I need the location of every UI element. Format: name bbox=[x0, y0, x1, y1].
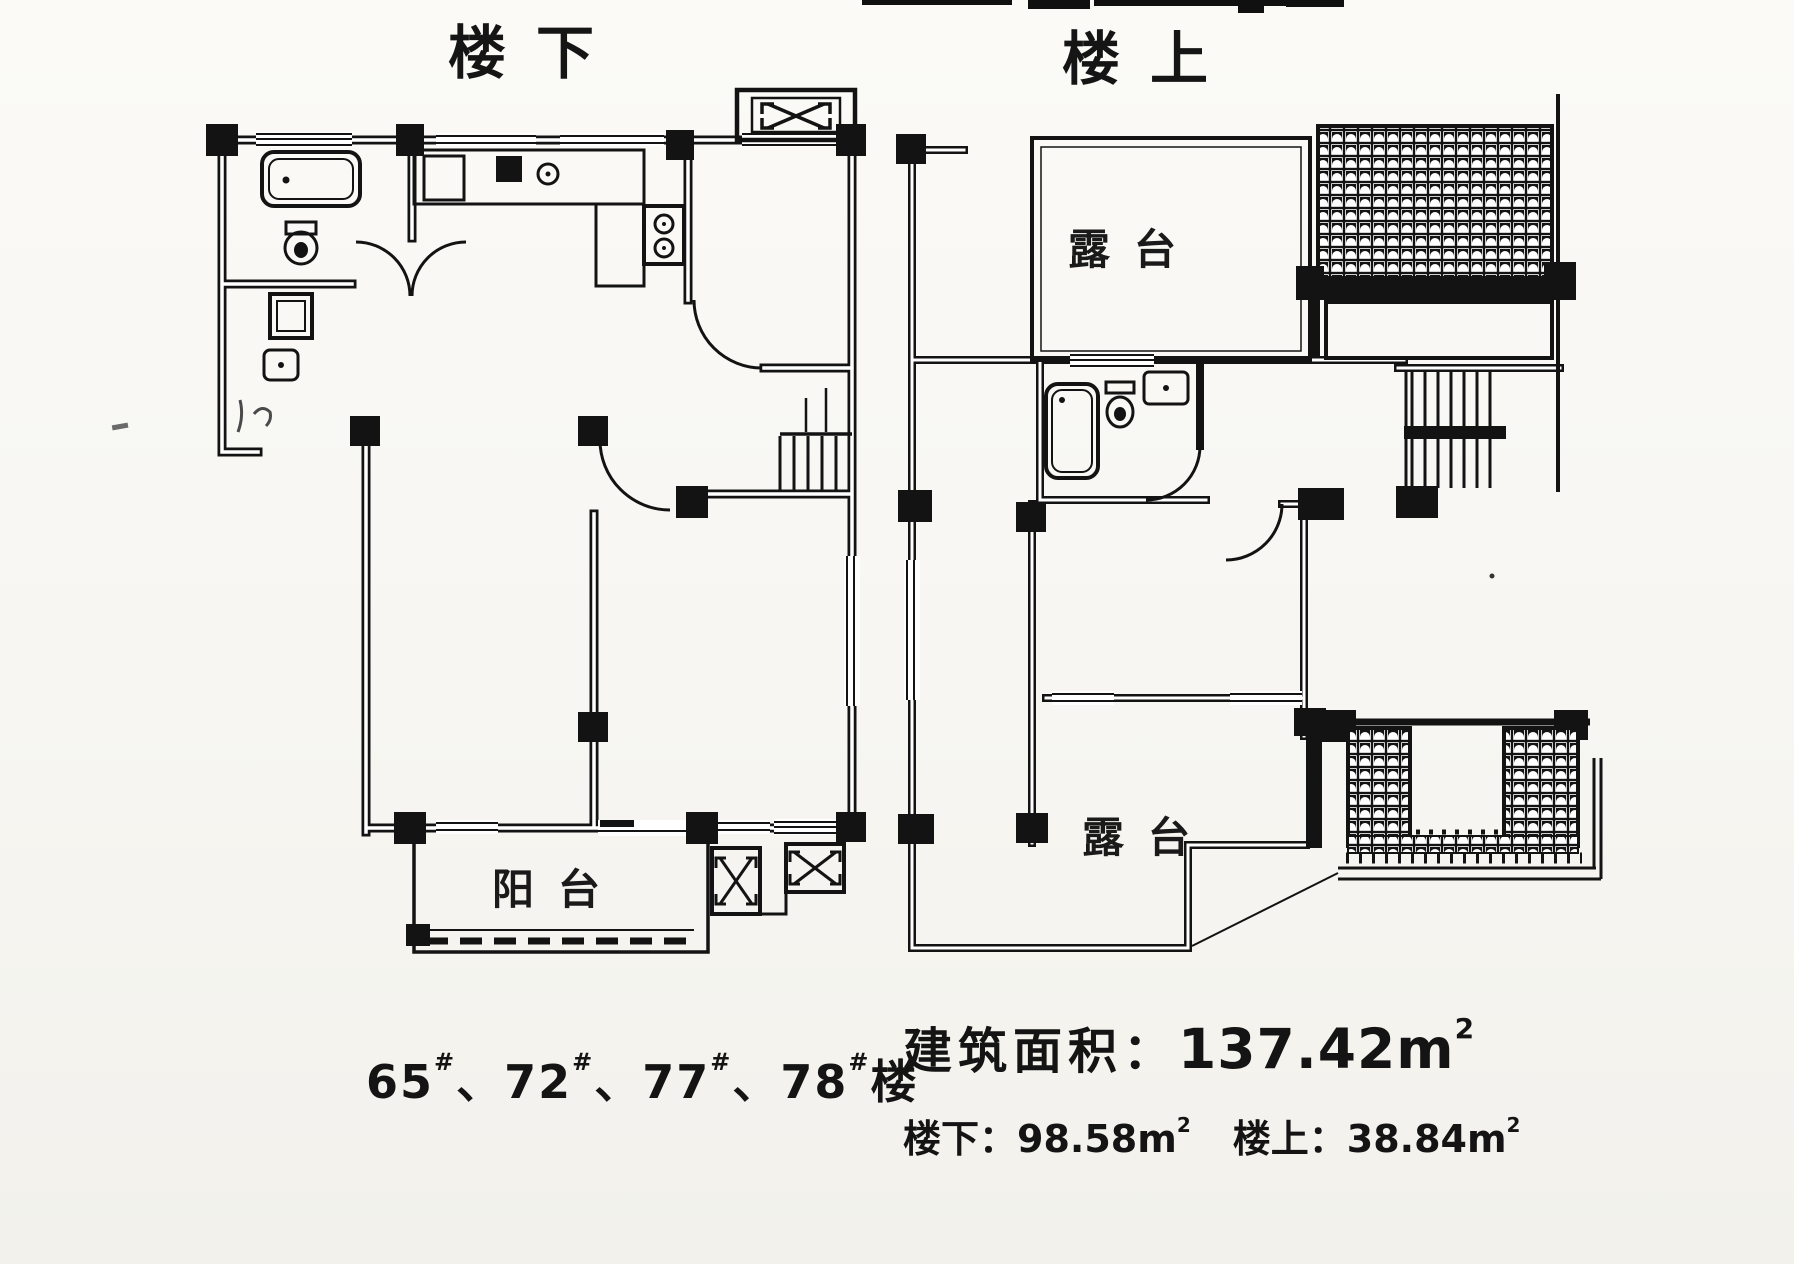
upstairs-stairs bbox=[1404, 368, 1560, 492]
door-arc bbox=[692, 299, 763, 370]
sink bbox=[262, 348, 300, 382]
fridge bbox=[422, 154, 466, 202]
building-numbers: 65#、72#、77#、78#楼 bbox=[366, 1046, 919, 1112]
door-arc bbox=[1145, 445, 1202, 502]
door-arc bbox=[410, 240, 467, 297]
scan-artifact bbox=[1094, 0, 1306, 6]
hash-mark: # bbox=[848, 1048, 871, 1076]
downstairs-bathroom bbox=[260, 150, 467, 382]
x-arrow-icon bbox=[788, 850, 842, 886]
hash-mark: # bbox=[710, 1048, 733, 1076]
downstairs-area-value: 98.58m bbox=[1017, 1117, 1177, 1161]
bathtub bbox=[260, 150, 362, 208]
toilet bbox=[1104, 380, 1136, 429]
upstairs-title: 楼上 bbox=[1062, 25, 1239, 93]
separator: 、 bbox=[594, 1055, 643, 1109]
door-arc bbox=[355, 240, 412, 297]
scan-artifact bbox=[1238, 0, 1264, 13]
upstairs-plan: 露台 bbox=[896, 94, 1603, 952]
downstairs-title: 楼下 bbox=[448, 19, 625, 87]
roof-tiles-upper bbox=[1306, 94, 1560, 368]
building-number: 77 bbox=[642, 1055, 711, 1109]
balcony bbox=[412, 836, 710, 954]
scan-artifact bbox=[862, 0, 1012, 5]
door-arc bbox=[1225, 503, 1284, 562]
upper-terrace-label: 露台 bbox=[1068, 225, 1200, 274]
hash-mark: # bbox=[572, 1048, 595, 1076]
hash-mark: # bbox=[434, 1048, 457, 1076]
downstairs-plan: 阳台 bbox=[111, 87, 866, 954]
building-number: 78 bbox=[780, 1055, 849, 1109]
x-arrow-icon bbox=[760, 102, 832, 130]
building-number: 72 bbox=[504, 1055, 573, 1109]
separator: 、 bbox=[456, 1055, 505, 1109]
downstairs-columns bbox=[206, 124, 866, 946]
washer bbox=[268, 292, 314, 340]
separator: 、 bbox=[732, 1055, 781, 1109]
ac-unit bbox=[760, 842, 846, 916]
square-superscript: 2 bbox=[1454, 1012, 1475, 1045]
x-arrow-icon bbox=[714, 856, 758, 906]
stove bbox=[642, 204, 686, 266]
square-superscript: 2 bbox=[1506, 1113, 1521, 1137]
ac-unit bbox=[710, 846, 762, 916]
upstairs-walls bbox=[908, 146, 1564, 952]
handwritten-mark bbox=[236, 399, 272, 433]
total-area-value: 137.42m bbox=[1178, 1017, 1455, 1081]
downstairs-area-label: 楼下： bbox=[903, 1117, 1018, 1161]
sink bbox=[1142, 370, 1190, 406]
downstairs-windows bbox=[256, 132, 860, 836]
toilet bbox=[283, 220, 319, 266]
upstairs-bathroom bbox=[1044, 370, 1202, 502]
roof-tiles-lower bbox=[1191, 718, 1603, 947]
lower-terrace-label: 露台 bbox=[1082, 813, 1214, 862]
vent-box bbox=[734, 87, 858, 143]
upstairs-area-label: 楼上： bbox=[1232, 1117, 1347, 1161]
total-area-line: 建筑面积：137.42m2 bbox=[903, 1012, 1474, 1083]
downstairs-stairs bbox=[778, 388, 852, 492]
scan-speck bbox=[1489, 573, 1495, 579]
kitchen-counter bbox=[412, 148, 646, 206]
bathtub bbox=[1044, 382, 1100, 480]
kitchen bbox=[412, 148, 686, 288]
balcony-label: 阳台 bbox=[492, 865, 624, 914]
scan-speck bbox=[111, 422, 129, 431]
scan-artifact bbox=[1286, 0, 1344, 7]
door-arc bbox=[598, 439, 671, 512]
upper-terrace bbox=[1030, 136, 1312, 362]
kitchen-sink bbox=[536, 162, 560, 186]
square-superscript: 2 bbox=[1176, 1113, 1191, 1137]
building-suffix: 楼 bbox=[870, 1055, 919, 1109]
building-number: 65 bbox=[366, 1055, 435, 1109]
total-area-label: 建筑面积： bbox=[903, 1023, 1179, 1080]
upstairs-area-value: 38.84m bbox=[1346, 1117, 1507, 1161]
scan-artifact bbox=[1028, 0, 1090, 9]
upstairs-windows bbox=[904, 353, 1302, 705]
